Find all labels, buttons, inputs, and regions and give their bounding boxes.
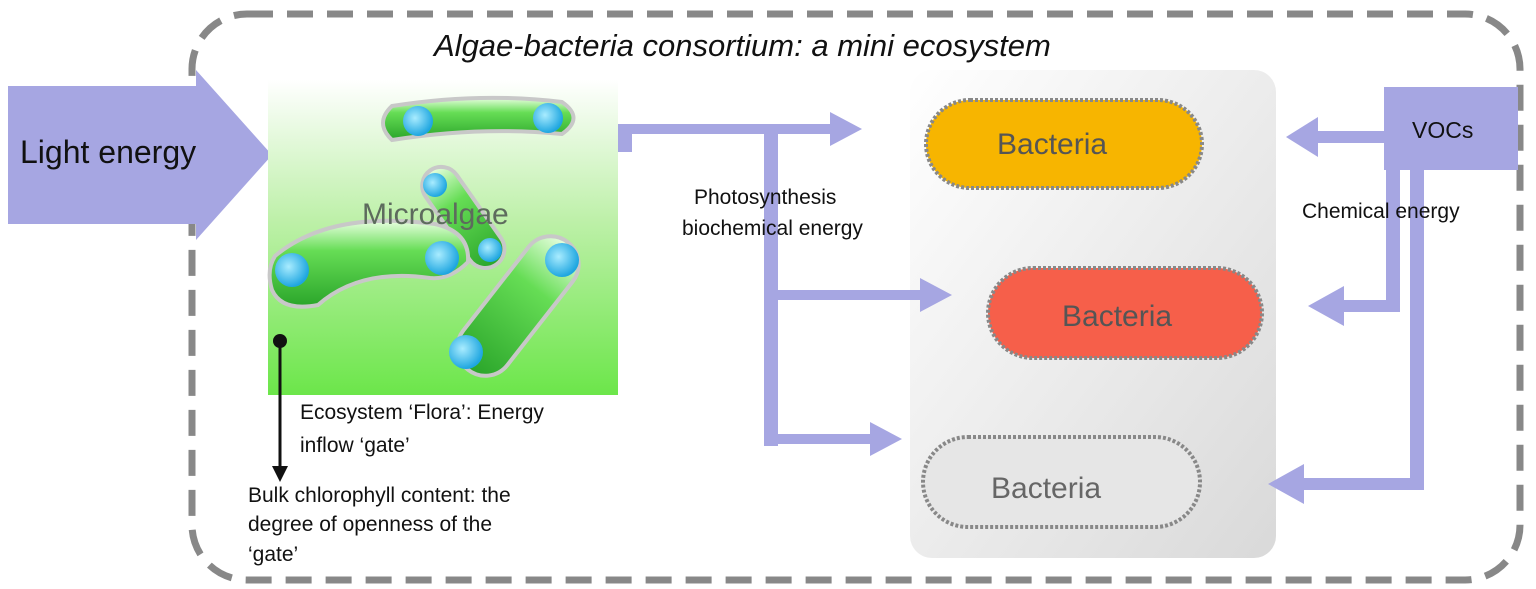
microalgae-label: Microalgae (362, 198, 509, 231)
light-energy-arrow (8, 70, 272, 240)
light-energy-label: Light energy (20, 134, 197, 170)
bacteria-label-3: Bacteria (991, 472, 1102, 505)
diagram-title: Algae-bacteria consortium: a mini ecosys… (434, 28, 1051, 63)
bulk-annotation-line3: ‘gate’ (248, 543, 299, 566)
bacteria-capsule-3 (921, 435, 1202, 529)
chemical-energy-label: Chemical energy (1302, 200, 1460, 223)
photosynthesis-arrows (618, 112, 952, 456)
vocs-label: VOCs (1412, 117, 1474, 143)
algae-cell-left (267, 218, 471, 309)
bacteria-label-1: Bacteria (997, 128, 1108, 161)
algae-cell-right (449, 234, 581, 378)
vocs-box (1384, 87, 1518, 170)
photosynthesis-label-line2: biochemical energy (682, 217, 863, 240)
photosynthesis-label-line1: Photosynthesis (694, 186, 837, 209)
gate-arrow (272, 334, 288, 482)
bulk-annotation-line1: Bulk chlorophyll content: the (248, 484, 511, 507)
flora-annotation-line1: Ecosystem ‘Flora’: Energy (300, 401, 544, 424)
bacteria-capsule-1 (924, 98, 1204, 190)
algae-cell-top (381, 95, 576, 143)
bulk-annotation-line2: degree of openness of the (248, 513, 493, 536)
flora-annotation-line2: inflow ‘gate’ (300, 434, 410, 457)
bacteria-capsule-2 (986, 266, 1264, 360)
chemical-energy-arrows (1268, 117, 1424, 504)
ecosystem-border (188, 10, 1524, 584)
bacteria-label-2: Bacteria (1062, 300, 1173, 333)
